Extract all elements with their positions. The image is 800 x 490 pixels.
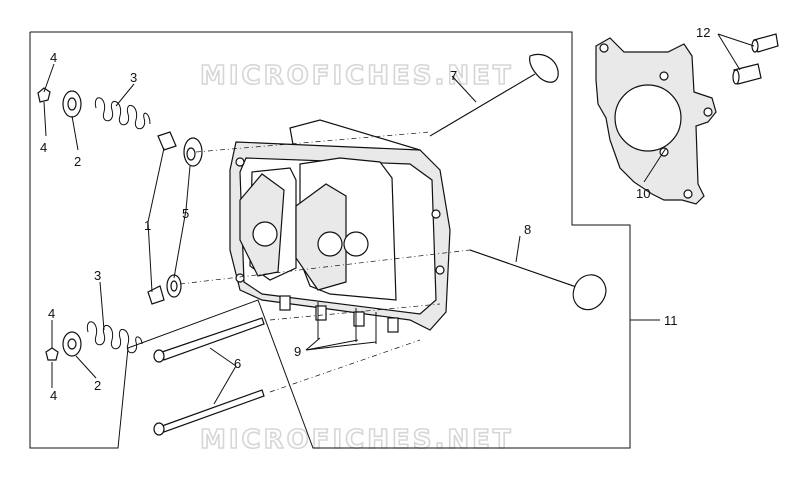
callout-4: 4 (48, 306, 55, 321)
leader-lines (43, 33, 755, 405)
callout-5: 5 (182, 206, 189, 221)
callout-4: 4 (40, 140, 47, 155)
assembly-centerlines (179, 131, 471, 393)
callout-10: 10 (636, 186, 650, 201)
callout-6: 6 (234, 356, 241, 371)
head-bolts (153, 317, 265, 436)
callout-4: 4 (50, 50, 57, 65)
callout-2: 2 (74, 154, 81, 169)
watermark-bottom: MICROFICHES.NET (200, 425, 514, 455)
callout-7: 7 (450, 68, 457, 83)
watermark-top: MICROFICHES.NET (200, 61, 514, 91)
studs (317, 302, 377, 344)
dowel-pins (732, 33, 779, 85)
exhaust-valve (469, 249, 607, 311)
callout-11: 11 (664, 313, 678, 328)
callout-1: 1 (144, 218, 151, 233)
callout-9: 9 (294, 344, 301, 359)
callout-4: 4 (50, 388, 57, 403)
callout-2: 2 (94, 378, 101, 393)
lower-valve-train (45, 274, 182, 361)
head-gasket (595, 37, 717, 205)
callout-3: 3 (94, 268, 101, 283)
upper-valve-train (37, 87, 203, 167)
callout-8: 8 (524, 222, 531, 237)
callout-12: 12 (696, 25, 710, 40)
callout-3: 3 (130, 70, 137, 85)
assembly-boundary (29, 31, 631, 449)
intake-valve (429, 53, 559, 137)
cylinder-head (229, 119, 451, 333)
